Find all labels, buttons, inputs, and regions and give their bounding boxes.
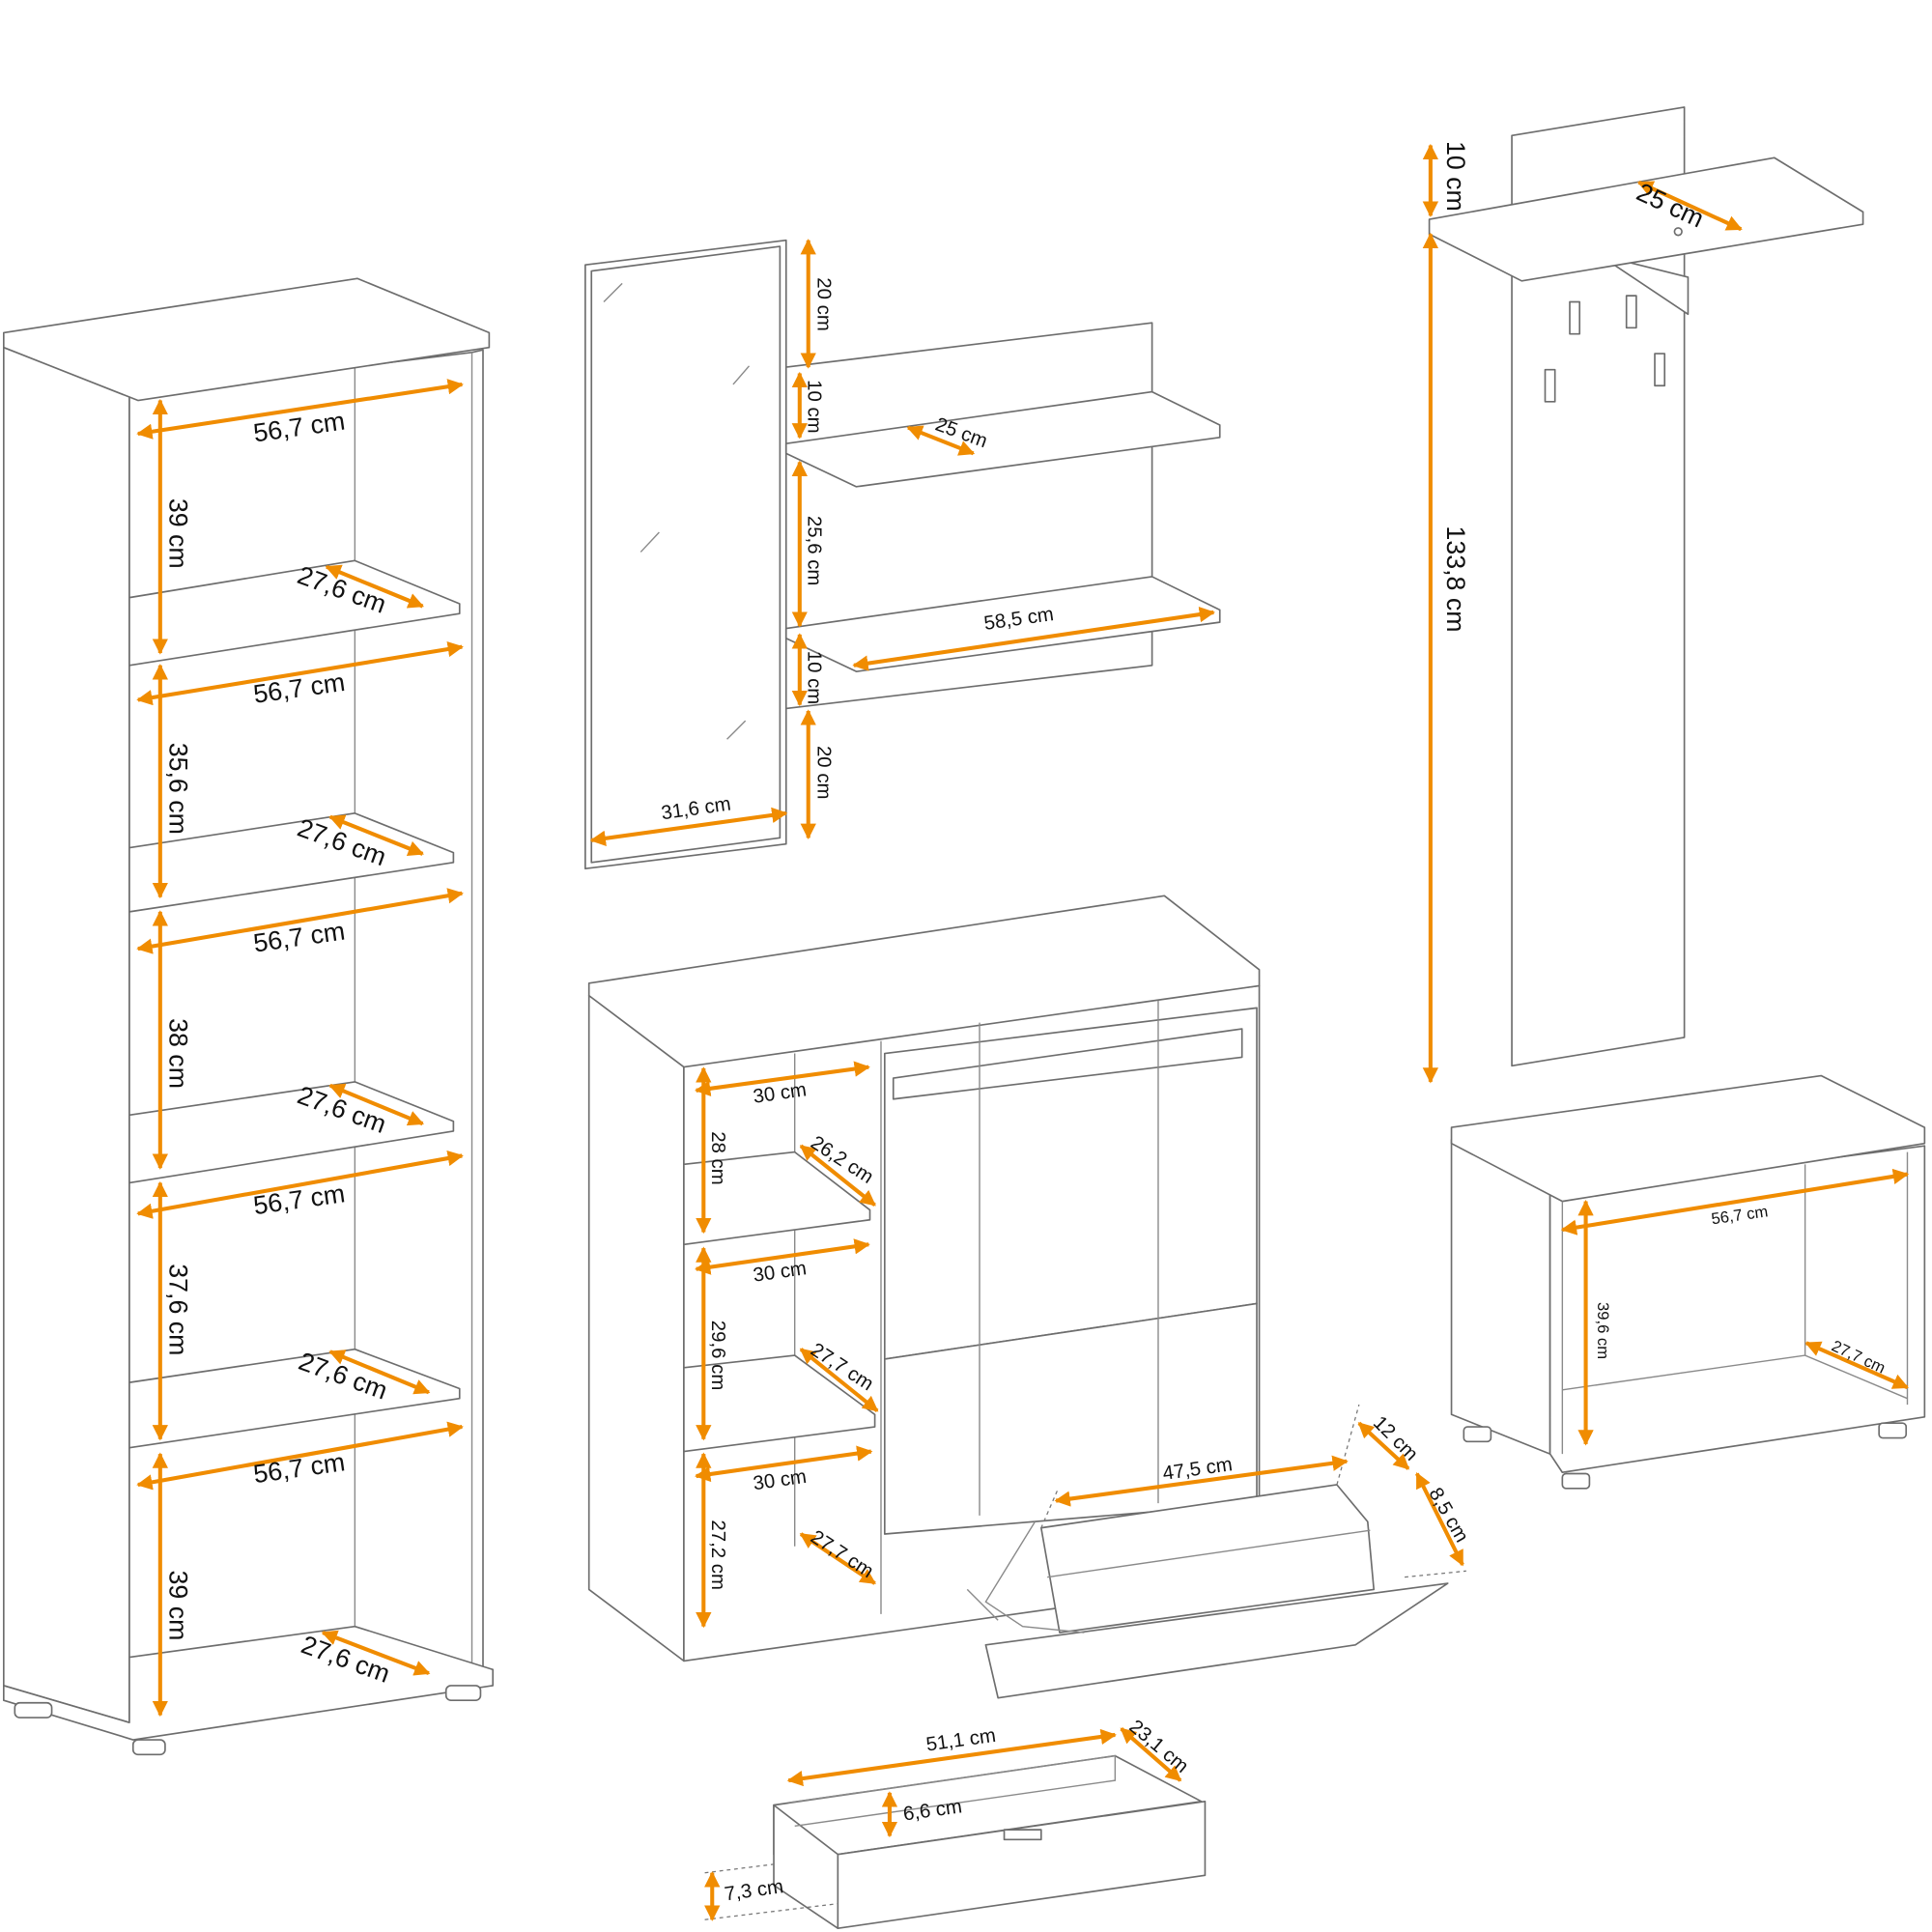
dimension-label: 28 cm [707, 1131, 728, 1185]
dimension-arrow [136, 1421, 464, 1491]
dimension-label: 10 cm [803, 380, 824, 434]
dimension-label: 39 cm [163, 1571, 192, 1641]
dimension-arrow [695, 1445, 873, 1483]
dimension-label: 133,8 cm [1441, 526, 1470, 632]
dimension-arrow [328, 1083, 425, 1126]
dimension-arrow [1636, 180, 1743, 232]
dimension-arrow [1415, 1472, 1464, 1567]
bench-drawing [1450, 1074, 1926, 1490]
dimension-arrow [321, 1630, 431, 1676]
dimension-arrow [799, 1348, 879, 1413]
dimension-arrow [136, 1150, 464, 1219]
dimension-arrow [136, 888, 464, 954]
drawer-drawing [704, 1754, 1207, 1930]
dimension-label: 29,6 cm [707, 1321, 728, 1391]
dimension-label: 39,6 cm [1594, 1302, 1612, 1359]
dimension-arrow [906, 425, 976, 456]
dimension-arrow [695, 1061, 870, 1096]
mirror-shelf-drawing [584, 239, 1221, 870]
dimension-arrow [328, 1350, 431, 1395]
dimension-label: 25,6 cm [803, 516, 824, 586]
dimension-label: 7,3 cm [724, 1876, 785, 1905]
dimension-arrow [325, 564, 425, 609]
dimension-label: 20 cm [813, 746, 835, 800]
dimension-arrow [799, 1144, 876, 1208]
dimension-arrow [695, 1238, 870, 1275]
dimension-arrow [852, 606, 1215, 671]
dimension-label: 10 cm [1441, 141, 1470, 212]
dimension-arrow [328, 814, 425, 857]
dimension-arrow [1357, 1421, 1410, 1470]
dimension-label: 39 cm [163, 498, 192, 569]
bookcase-drawing [2, 277, 495, 1756]
dimension-arrow [1120, 1727, 1182, 1782]
dimension-arrow [136, 640, 464, 706]
dimension-arrow [136, 379, 464, 440]
dimension-label: 35,6 cm [163, 743, 192, 835]
dimension-arrow [1560, 1168, 1910, 1236]
dimension-label: 27,2 cm [707, 1520, 728, 1590]
dimension-label: 37,6 cm [163, 1264, 192, 1355]
dimension-arrow [589, 807, 788, 846]
dimension-arrow [1804, 1341, 1909, 1390]
dimension-arrow [786, 1728, 1117, 1787]
coat-rack-drawing [1428, 106, 1864, 1067]
dimension-label: 10 cm [803, 651, 824, 705]
dimension-arrow [799, 1532, 876, 1585]
dimension-label: 20 cm [813, 277, 835, 331]
dimension-label: 38 cm [163, 1018, 192, 1089]
dimension-arrow [1054, 1455, 1349, 1507]
